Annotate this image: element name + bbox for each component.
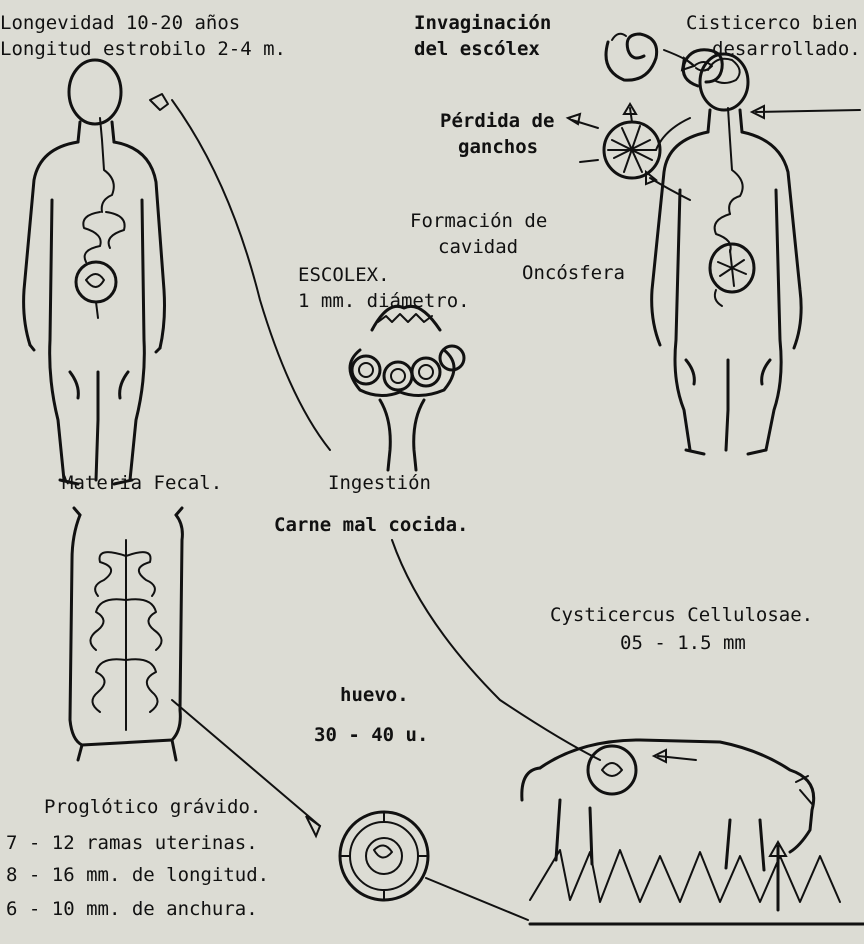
egg-label: huevo.	[340, 684, 409, 706]
strobila-length-label: Longitud estrobilo 2-4 m.	[0, 38, 286, 60]
cysticercus-developed-label-line1: Cisticerco bien	[686, 12, 858, 34]
cavity-formation-label-line2: cavidad	[438, 236, 518, 258]
undercooked-meat-label: Carne mal cocida.	[274, 514, 468, 536]
adult-host-human-figure	[24, 60, 330, 484]
proglottid-title-label: Proglótico grávido.	[44, 796, 261, 818]
scolex-drawing	[350, 306, 464, 470]
proglottid-branches-label: 7 - 12 ramas uterinas.	[6, 832, 258, 854]
longevity-label: Longevidad 10-20 años	[0, 12, 240, 34]
cavity-formation-label-line1: Formación de	[410, 210, 547, 232]
pig-intermediate-host-drawing	[392, 540, 864, 924]
feces-label: Materia Fecal.	[62, 472, 222, 494]
hook-loss-label-line2: ganchos	[458, 136, 538, 158]
cysticercus-developed-label-line2: desarrollado.	[712, 38, 861, 60]
egg-size-label: 30 - 40 u.	[314, 724, 428, 746]
proglottid-length-label: 8 - 16 mm. de longitud.	[6, 864, 269, 886]
cysticercus-size-label: 05 - 1.5 mm	[620, 632, 746, 654]
ingestion-label: Ingestión	[328, 472, 431, 494]
egg-drawing	[306, 812, 528, 920]
proglottid-width-label: 6 - 10 mm. de anchura.	[6, 898, 258, 920]
invagination-label-line1: Invaginación	[414, 12, 551, 34]
hook-loss-label-line1: Pérdida de	[440, 110, 554, 132]
scolex-label-line1: ESCOLEX.	[298, 264, 390, 286]
cysticercosis-host-human-figure	[652, 54, 801, 454]
cysticercus-species-label: Cysticercus Cellulosae.	[550, 604, 813, 626]
oncosphere-label: Oncósfera	[522, 262, 625, 284]
gravid-proglottid-drawing	[70, 508, 320, 826]
scolex-label-line2: 1 mm. diámetro.	[298, 290, 470, 312]
invagination-label-line2: del escólex	[414, 38, 540, 60]
